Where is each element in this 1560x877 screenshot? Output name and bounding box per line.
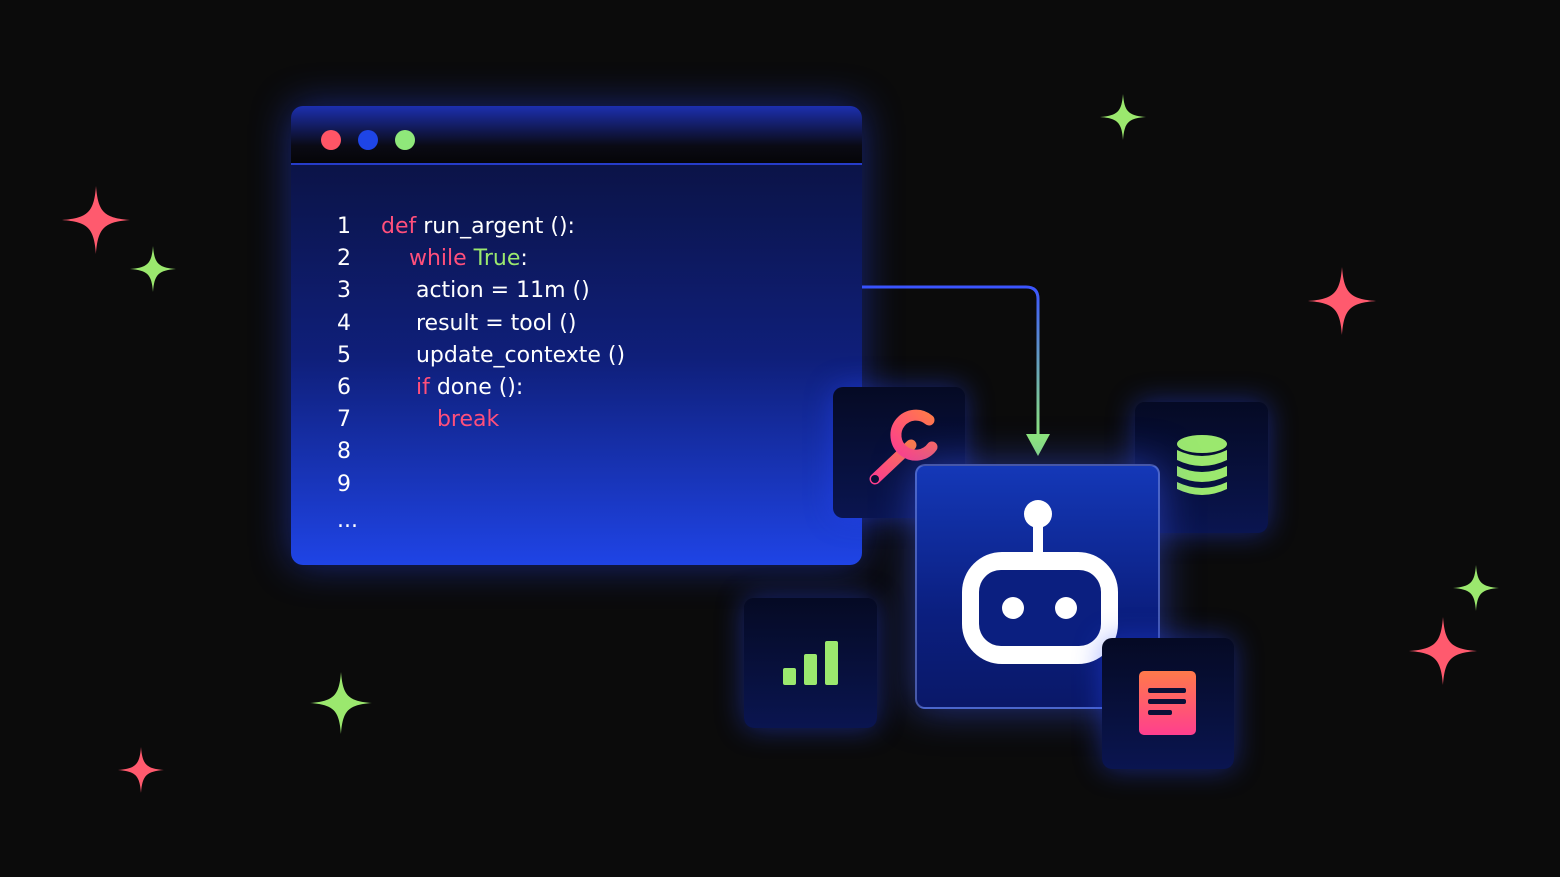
code-token: action = 11m () <box>381 278 590 304</box>
agent-tile <box>915 464 1160 709</box>
sparkle-pink-icon <box>118 747 164 793</box>
code-line: 6 if done (): <box>291 372 862 404</box>
line-number: 1 <box>337 214 351 239</box>
code-text: while True: <box>381 243 528 275</box>
sparkle-pink-icon <box>1409 617 1477 685</box>
line-number: ... <box>337 507 358 533</box>
line-number: 7 <box>337 407 351 433</box>
code-line: ... <box>291 505 862 537</box>
document-icon <box>1139 671 1196 735</box>
code-token: update_contexte () <box>381 342 626 368</box>
code-line: 8 <box>291 436 862 468</box>
robot-icon <box>962 500 1118 664</box>
code-line: 4 result = tool () <box>291 308 862 340</box>
database-icon <box>1177 435 1227 495</box>
maximize-dot[interactable] <box>395 130 415 150</box>
code-text: action = 11m () <box>381 275 590 307</box>
line-number: 2 <box>337 246 351 272</box>
code-text: if done (): <box>381 372 523 404</box>
code-token: result = tool () <box>381 310 577 336</box>
code-line: 7 break <box>291 404 862 436</box>
code-token: : <box>520 246 528 272</box>
line-number: 8 <box>337 439 351 465</box>
code-token: True <box>473 246 521 272</box>
code-text: def run_argent (): <box>381 211 575 243</box>
code-text: update_contexte () <box>381 340 625 372</box>
code-token: def <box>381 214 424 239</box>
sparkle-pink-icon <box>62 186 130 254</box>
code-line: 1 def run_argent (): <box>291 211 862 243</box>
sparkle-green-icon <box>1100 94 1146 140</box>
code-line: 2 while True: <box>291 243 862 275</box>
code-token: if <box>381 375 437 400</box>
document-tile <box>1102 638 1234 769</box>
code-token: done (): <box>436 375 524 400</box>
code-token: while <box>381 246 474 272</box>
code-line: 5 update_contexte () <box>291 340 862 372</box>
wrench-icon <box>869 409 938 485</box>
tool-tile <box>833 387 965 518</box>
code-token: run_argent (): <box>423 214 575 239</box>
code-text: break <box>381 404 499 436</box>
line-number: 5 <box>337 342 351 368</box>
line-number: 3 <box>337 278 351 304</box>
line-number: 9 <box>337 471 351 497</box>
line-number: 4 <box>337 310 351 336</box>
code-text: result = tool () <box>381 308 577 340</box>
bar-chart-icon <box>783 641 838 685</box>
code-line: 3 action = 11m () <box>291 275 862 307</box>
sparkle-green-icon <box>1453 565 1499 611</box>
close-dot[interactable] <box>321 130 341 150</box>
code-line: 9 <box>291 469 862 501</box>
code-token: break <box>381 407 500 433</box>
analytics-tile <box>744 598 877 728</box>
sparkle-green-icon <box>130 246 176 292</box>
window-titlebar <box>291 106 862 165</box>
sparkle-pink-icon <box>1308 267 1376 335</box>
line-number: 6 <box>337 375 351 400</box>
sparkle-green-icon <box>310 672 372 734</box>
minimize-dot[interactable] <box>358 130 378 150</box>
